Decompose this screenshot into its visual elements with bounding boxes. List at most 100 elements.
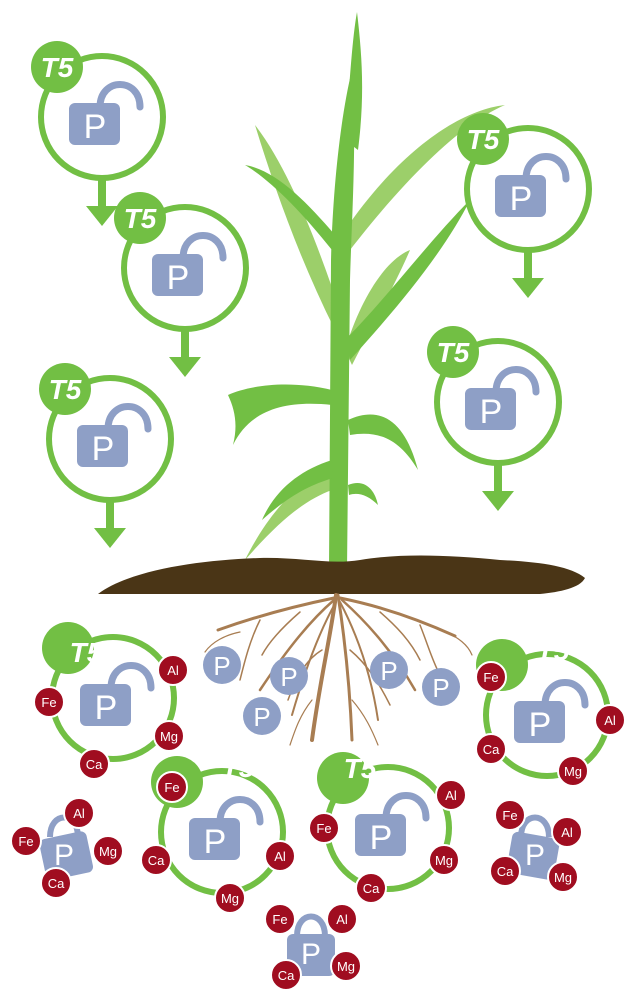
svg-text:Mg: Mg bbox=[564, 764, 582, 779]
ion-mg: Mg bbox=[153, 720, 185, 752]
p-label: P bbox=[301, 938, 321, 971]
down-arrow-icon bbox=[94, 502, 126, 548]
free-p-5: P bbox=[422, 668, 460, 706]
ion-ca: Ca bbox=[355, 872, 387, 904]
t5-label: T5 bbox=[437, 337, 470, 368]
t5-label: T5 bbox=[467, 124, 500, 155]
ion-fe: Fe bbox=[494, 799, 526, 831]
ion-fe: Fe bbox=[308, 812, 340, 844]
ion-fe: Fe bbox=[264, 903, 296, 935]
ion-fe: Fe bbox=[475, 661, 507, 693]
svg-text:Ca: Ca bbox=[497, 864, 514, 879]
p-label: P bbox=[95, 689, 118, 727]
svg-text:Mg: Mg bbox=[554, 870, 572, 885]
lock-shackle-icon bbox=[518, 814, 552, 838]
p-label: P bbox=[510, 180, 533, 218]
svg-text:P: P bbox=[253, 702, 270, 732]
svg-text:P: P bbox=[213, 651, 230, 681]
ion-fe: Fe bbox=[156, 771, 188, 803]
p-label: P bbox=[92, 430, 115, 468]
free-p-4: P bbox=[370, 651, 408, 689]
t5-label: T5 bbox=[49, 374, 82, 405]
free-carrier-3: T5 P bbox=[39, 363, 171, 548]
leaf-left-low bbox=[262, 460, 333, 520]
ion-al: Al bbox=[551, 816, 583, 848]
svg-text:Ca: Ca bbox=[48, 876, 65, 891]
ion-mg: Mg bbox=[547, 861, 579, 893]
p-label: P bbox=[529, 706, 552, 744]
down-arrow-icon bbox=[169, 331, 201, 377]
leaf-top-tip bbox=[345, 12, 363, 150]
leaf-right-light bbox=[345, 105, 505, 250]
svg-text:Al: Al bbox=[336, 912, 348, 927]
svg-text:Fe: Fe bbox=[41, 695, 56, 710]
svg-text:Al: Al bbox=[604, 713, 616, 728]
t5-label: T5 bbox=[222, 752, 255, 783]
p-label: P bbox=[84, 108, 107, 146]
t5-label: T5 bbox=[344, 753, 377, 784]
ion-al: Al bbox=[435, 779, 467, 811]
ion-ca: Ca bbox=[475, 733, 507, 765]
soil-carrier-3: T5 P Fe Al Mg Ca bbox=[140, 752, 296, 914]
p-label: P bbox=[204, 823, 227, 861]
t5-label: T5 bbox=[124, 203, 157, 234]
p-label: P bbox=[54, 839, 74, 872]
plant-roots bbox=[204, 593, 473, 746]
svg-text:Ca: Ca bbox=[148, 853, 165, 868]
svg-text:P: P bbox=[432, 673, 449, 703]
svg-text:Fe: Fe bbox=[272, 912, 287, 927]
ion-al: Al bbox=[63, 797, 95, 829]
ion-mg: Mg bbox=[557, 755, 589, 787]
corn-plant bbox=[228, 12, 505, 570]
lock-body-icon bbox=[287, 934, 335, 976]
ion-al: Al bbox=[264, 840, 296, 872]
t5-label: T5 bbox=[70, 637, 103, 668]
ion-ca: Ca bbox=[40, 867, 72, 899]
lock-shackle-icon bbox=[294, 913, 328, 937]
leaf-lower-left-light bbox=[245, 470, 332, 560]
ion-fe: Fe bbox=[33, 686, 65, 718]
soil-carrier-2: T5 P Fe Al Mg Ca bbox=[475, 635, 625, 787]
leaf-left-droop bbox=[228, 384, 332, 445]
down-arrow-icon bbox=[512, 252, 544, 298]
ion-ca: Ca bbox=[140, 844, 172, 876]
locked-p-3: P Fe Al Mg Ca bbox=[264, 903, 362, 990]
svg-text:Ca: Ca bbox=[278, 968, 295, 983]
p-label: P bbox=[370, 819, 393, 857]
svg-text:Al: Al bbox=[73, 806, 85, 821]
free-carrier-1: T5 P bbox=[31, 41, 163, 226]
free-p-2: P bbox=[270, 657, 308, 695]
svg-text:Ca: Ca bbox=[86, 757, 103, 772]
free-p-1: P bbox=[203, 646, 241, 684]
locked-p-1: P Fe Al Mg Ca bbox=[10, 797, 124, 899]
ion-mg: Mg bbox=[428, 844, 460, 876]
free-p-3: P bbox=[243, 697, 281, 735]
t5-label: T5 bbox=[41, 52, 74, 83]
free-carrier-5: T5 P bbox=[427, 326, 559, 511]
p-label: P bbox=[167, 259, 190, 297]
ion-al: Al bbox=[157, 654, 189, 686]
ion-al: Al bbox=[594, 704, 625, 736]
svg-text:Al: Al bbox=[561, 825, 573, 840]
leaf-right-long bbox=[345, 200, 470, 360]
down-arrow-icon bbox=[482, 465, 514, 511]
svg-text:Fe: Fe bbox=[316, 821, 331, 836]
svg-text:P: P bbox=[280, 662, 297, 692]
svg-text:Al: Al bbox=[167, 663, 179, 678]
svg-text:Mg: Mg bbox=[435, 853, 453, 868]
svg-text:Ca: Ca bbox=[483, 742, 500, 757]
svg-text:Fe: Fe bbox=[164, 780, 179, 795]
ion-ca: Ca bbox=[489, 855, 521, 887]
t5-label: T5 bbox=[537, 635, 570, 666]
svg-text:Mg: Mg bbox=[221, 891, 239, 906]
ion-ca: Ca bbox=[78, 748, 110, 780]
ion-ca: Ca bbox=[270, 959, 302, 990]
locked-p-2: P Fe Al Mg Ca bbox=[489, 799, 583, 893]
down-arrow-icon bbox=[86, 180, 118, 226]
svg-text:Al: Al bbox=[445, 788, 457, 803]
leaf-left-curve bbox=[245, 165, 335, 250]
svg-text:Mg: Mg bbox=[160, 729, 178, 744]
stalk bbox=[329, 70, 355, 570]
leaf-right-low bbox=[348, 482, 378, 505]
